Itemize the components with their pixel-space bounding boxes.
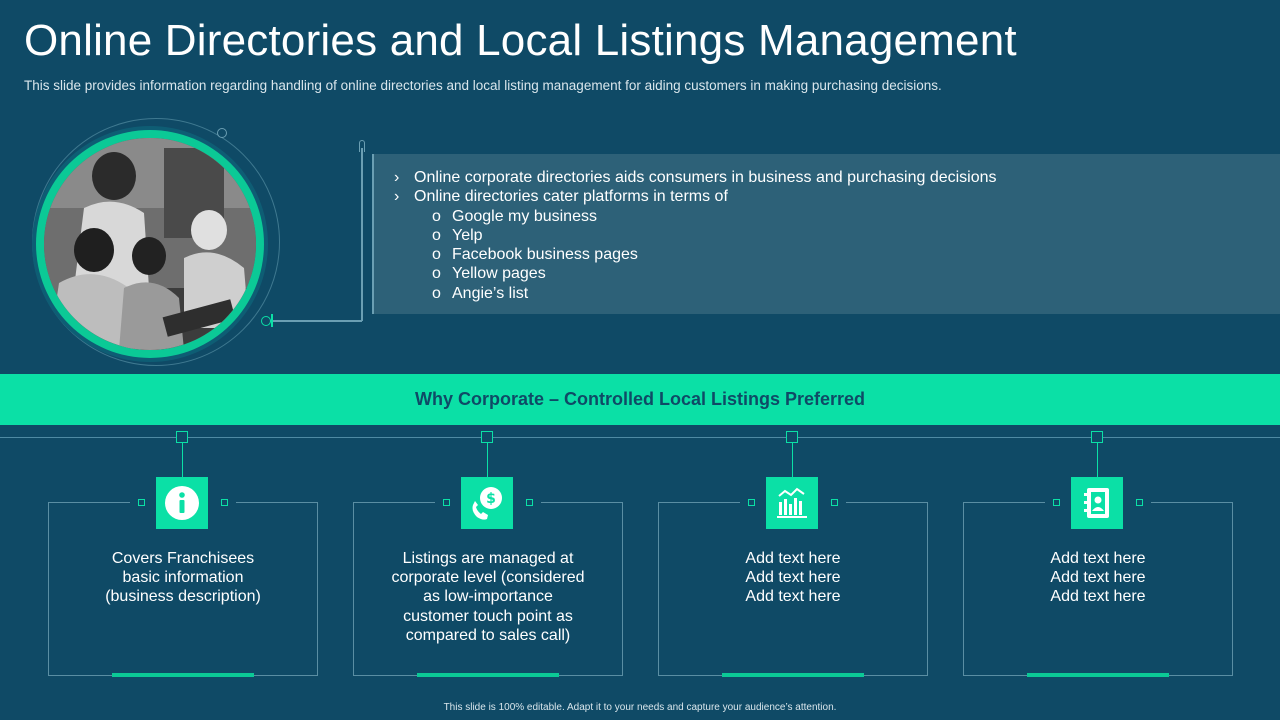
card-text: Add text here Add text here Add text her… — [668, 549, 918, 607]
bar-chart-icon — [766, 477, 818, 529]
card-line: compared to sales call) — [405, 626, 571, 644]
sub-bullet-mark: o — [432, 284, 441, 302]
connector-tick — [271, 314, 273, 327]
frame-dot-left — [1053, 499, 1060, 506]
footer-note: This slide is 100% editable. Adapt it to… — [443, 702, 837, 713]
sub-bullet-text: Google my business — [452, 207, 597, 225]
card-line: corporate level (considered — [391, 569, 585, 587]
photo-frame — [36, 130, 264, 358]
bullet-item: › Online directories cater platforms in t… — [394, 187, 997, 206]
card-placeholder-1: Add text here Add text here Add text her… — [658, 431, 928, 677]
dollar-phone-icon: $ — [461, 477, 513, 529]
card-line: Covers Franchisees — [111, 550, 255, 567]
card-line: customer touch point as — [403, 607, 573, 625]
sub-bullet-mark: o — [432, 226, 441, 244]
contact-book-icon — [1071, 477, 1123, 529]
bullet-text: Online corporate directories aids consum… — [414, 169, 997, 186]
photo-outer-ring — [32, 118, 280, 366]
card-underline — [112, 673, 254, 677]
timeline-line — [0, 437, 1280, 438]
slide-subtitle: This slide provides information regardin… — [24, 78, 942, 93]
sub-bullet-item: o Angie’s list — [394, 284, 997, 303]
card-franchisees: Covers Franchisees basic information (bu… — [48, 431, 318, 677]
sub-bullet-text: Yelp — [452, 226, 483, 244]
timeline-node — [786, 431, 798, 443]
sub-bullet-text: Yellow pages — [452, 265, 546, 283]
card-line: basic information — [122, 569, 244, 587]
frame-dot-right — [526, 499, 533, 506]
svg-text:$: $ — [486, 491, 496, 507]
frame-dot-left — [138, 499, 145, 506]
sub-bullet-text: Angie’s list — [452, 284, 529, 302]
timeline-node — [176, 431, 188, 443]
card-stem — [486, 443, 488, 477]
sub-bullet-mark: o — [432, 246, 441, 264]
sub-bullet-text: Facebook business pages — [452, 246, 638, 264]
frame-dot-right — [831, 499, 838, 506]
timeline-node — [481, 431, 493, 443]
card-line: Add text here — [1050, 588, 1146, 606]
card-stem — [1096, 443, 1098, 477]
sub-bullet-item: o Facebook business pages — [394, 245, 997, 264]
connector-dot — [261, 316, 271, 326]
section-banner: Why Corporate – Controlled Local Listing… — [0, 374, 1280, 425]
team-photo — [44, 138, 256, 350]
card-line: Add text here — [1050, 569, 1146, 587]
card-underline — [1027, 673, 1169, 677]
connector-vertical — [361, 148, 363, 321]
card-placeholder-2: Add text here Add text here Add text her… — [963, 431, 1233, 677]
card-line: as low-importance — [423, 588, 553, 606]
sub-bullet-item: o Yellow pages — [394, 264, 997, 283]
card-text: Add text here Add text here Add text her… — [973, 549, 1223, 607]
bullet-mark: › — [394, 188, 400, 206]
bullet-text: Online directories cater platforms in te… — [414, 188, 728, 206]
card-line: Add text here — [745, 550, 841, 567]
team-photo-image — [44, 138, 256, 350]
frame-dot-right — [1136, 499, 1143, 506]
card-line: Add text here — [745, 588, 841, 606]
sub-bullet-mark: o — [432, 265, 441, 283]
card-underline — [722, 673, 864, 677]
card-corporate-level: $ Listings are managed at corporate leve… — [353, 431, 623, 677]
frame-dot-right — [221, 499, 228, 506]
timeline-node — [1091, 431, 1103, 443]
card-line: Add text here — [745, 569, 841, 587]
card-line: Listings are managed at — [402, 550, 574, 567]
sub-bullet-item: o Yelp — [394, 226, 997, 245]
banner-text: Why Corporate – Controlled Local Listing… — [414, 389, 866, 409]
card-text: Covers Franchisees basic information (bu… — [58, 549, 308, 607]
card-stem — [181, 443, 183, 477]
frame-dot-left — [443, 499, 450, 506]
info-panel: › Online corporate directories aids consu… — [372, 154, 1280, 314]
bullet-item: › Online corporate directories aids consu… — [394, 168, 997, 187]
frame-dot-left — [748, 499, 755, 506]
bullet-list: › Online corporate directories aids consu… — [394, 168, 997, 303]
sub-bullet-item: o Google my business — [394, 207, 997, 226]
card-stem — [791, 443, 793, 477]
connector-horizontal — [270, 320, 362, 322]
info-icon — [156, 477, 208, 529]
slide-title: Online Directories and Local Listings Ma… — [24, 16, 1017, 65]
card-underline — [417, 673, 559, 677]
card-line: Add text here — [1050, 550, 1146, 567]
connector-cap — [359, 140, 365, 152]
sub-bullet-mark: o — [432, 207, 441, 225]
card-text: Listings are managed at corporate level … — [363, 549, 613, 645]
ring-dot — [217, 128, 227, 138]
bullet-mark: › — [394, 169, 400, 186]
card-line: (business description) — [105, 588, 261, 606]
